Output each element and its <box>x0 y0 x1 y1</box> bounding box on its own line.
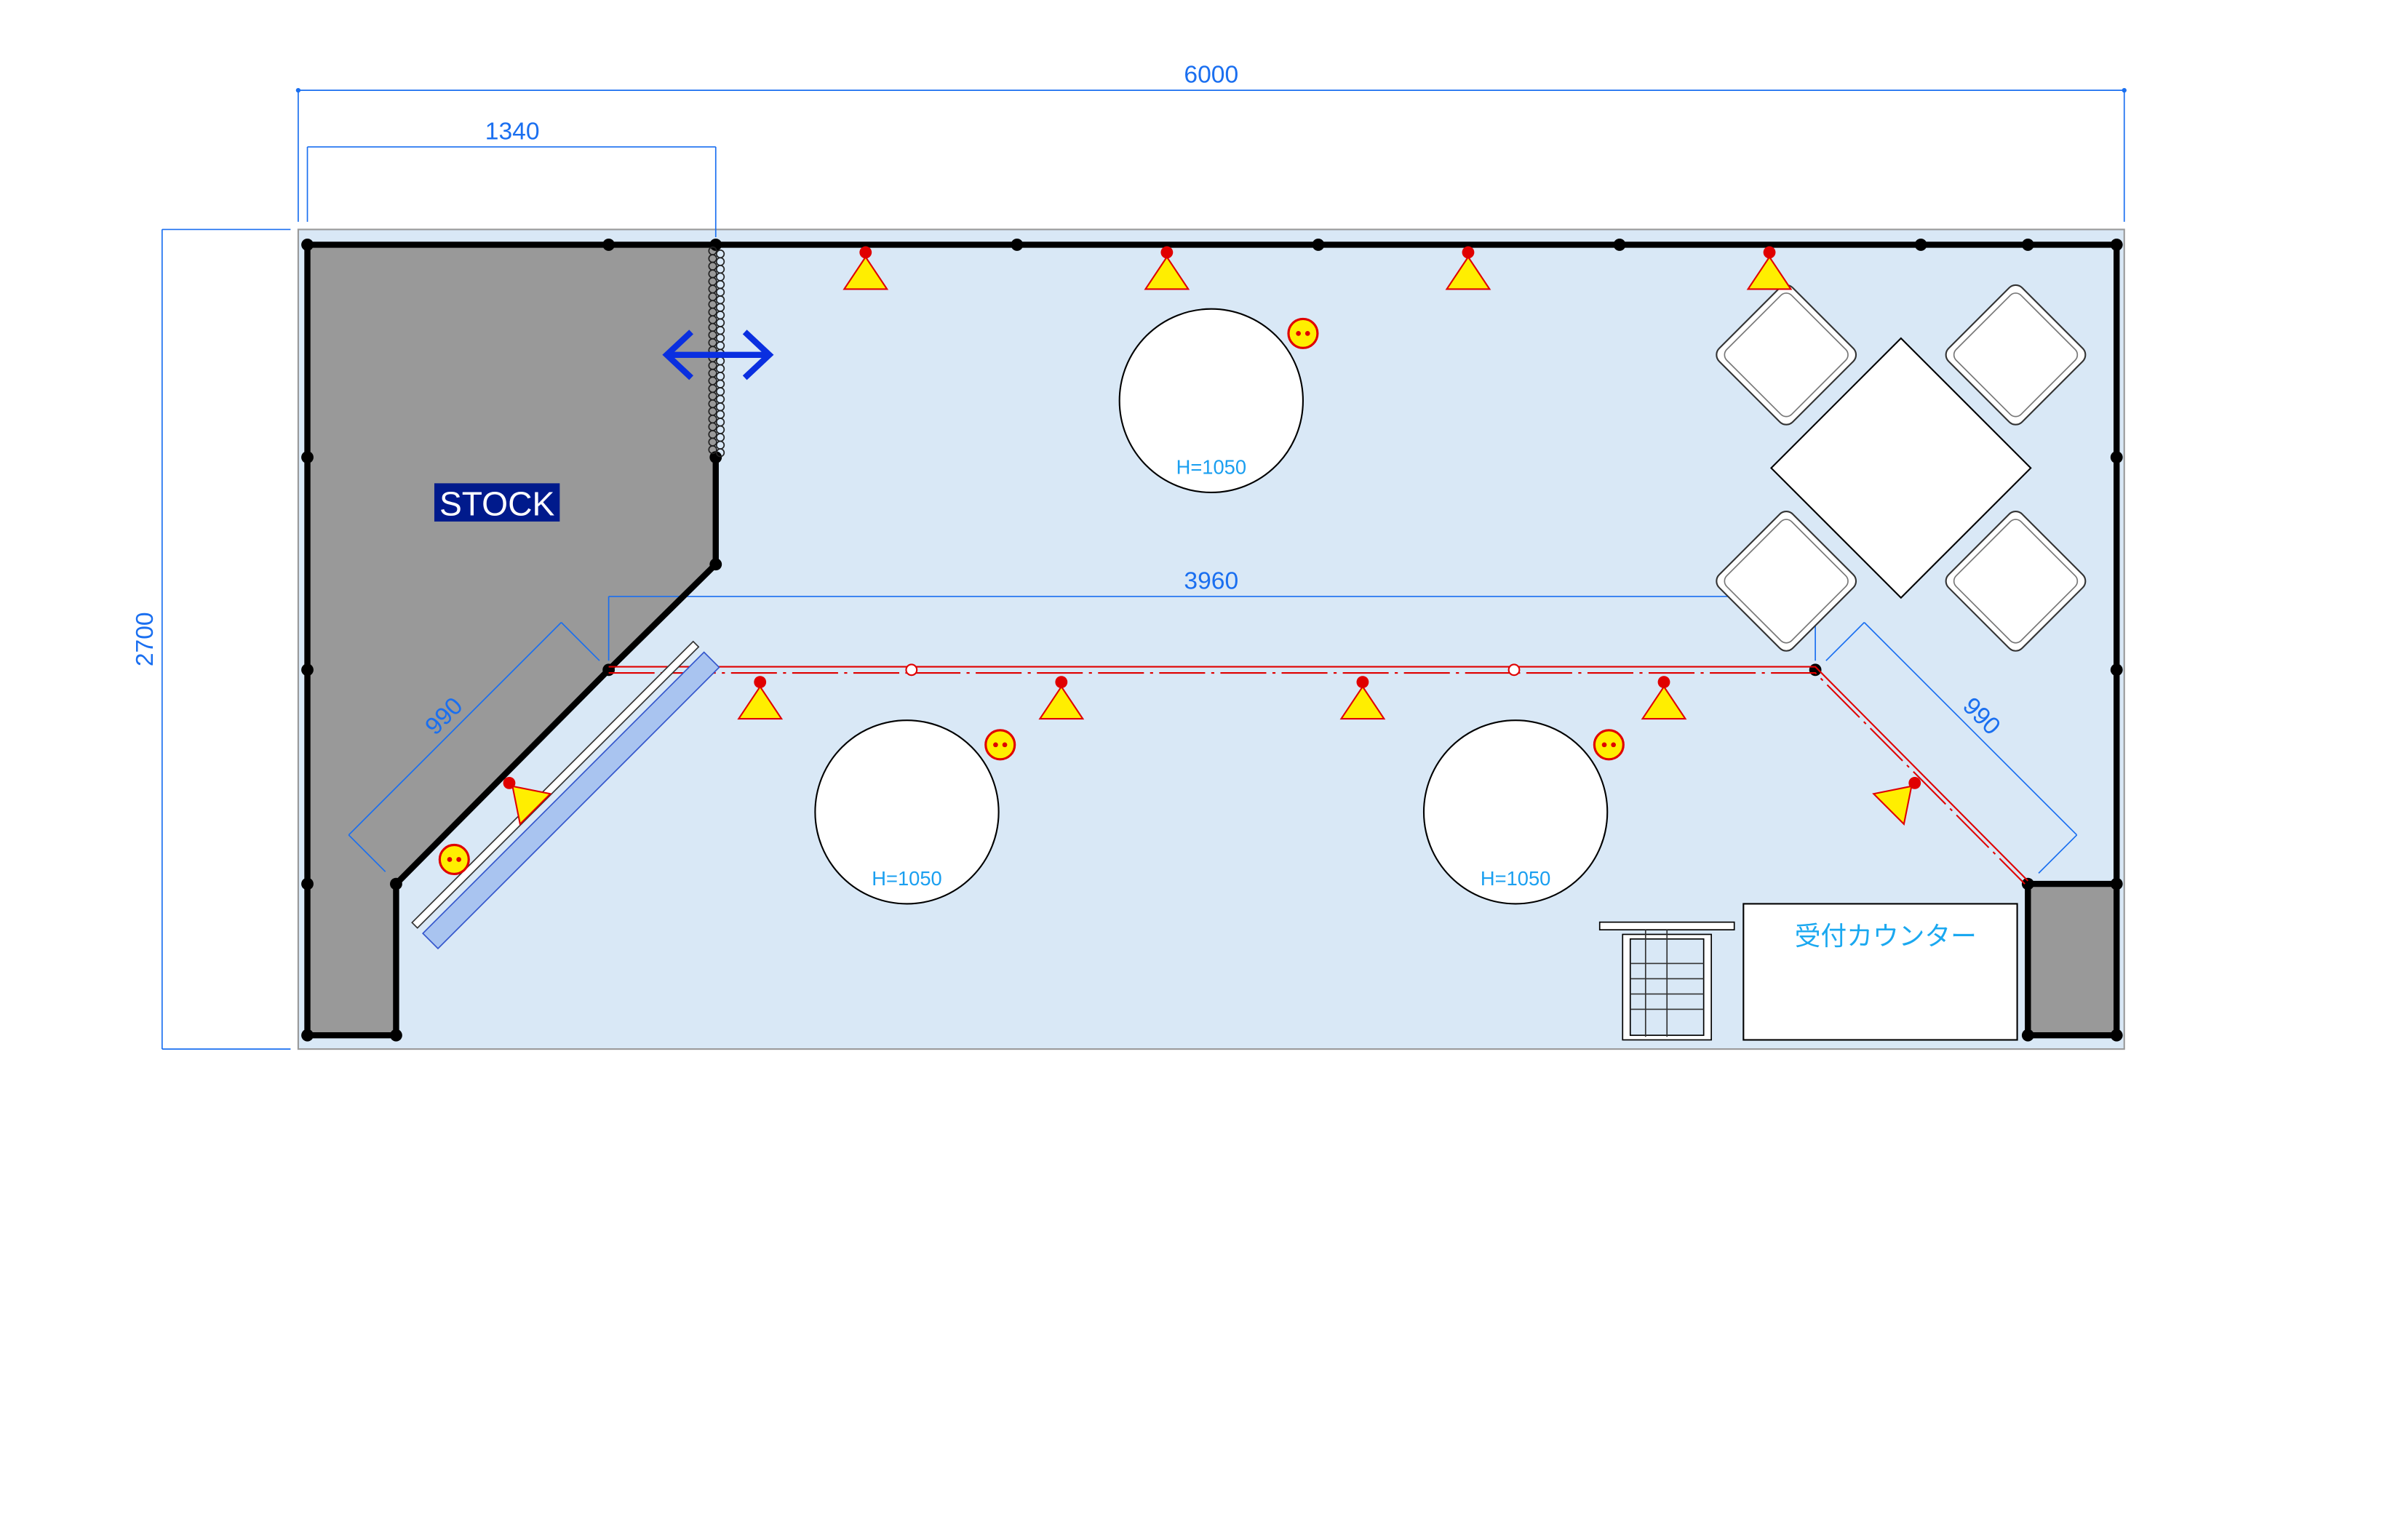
spotlight-icon <box>1641 676 1687 720</box>
chair <box>1716 284 1857 426</box>
dimension-total-depth: 2700 <box>132 228 291 1050</box>
walls <box>301 239 2123 1042</box>
round-table: H=1050 <box>1118 308 1304 494</box>
dimension-label: 1340 <box>485 118 540 145</box>
dimension-stock-width: 1340 <box>306 118 717 237</box>
stock-label: STOCK <box>439 485 555 523</box>
shelf-stand <box>1598 921 1735 1041</box>
diagonal-shelf <box>411 640 720 950</box>
chair <box>1716 510 1857 652</box>
chair <box>1945 510 2087 652</box>
round-table: H=1050 <box>814 719 1000 905</box>
dimension-front-width: 3960 <box>608 567 1816 661</box>
outlet-icon <box>984 729 1016 761</box>
dimension-total-width: 6000 <box>295 62 2127 222</box>
spotlight-icon <box>1746 246 1793 290</box>
reception-counter-label: 受付カウンター <box>1795 922 1977 951</box>
stock-area <box>307 244 716 1036</box>
reception-counter <box>1742 903 2018 1041</box>
front-boundary-line <box>608 663 2029 885</box>
svg-text:H=1050: H=1050 <box>1176 456 1246 479</box>
spotlight-icon <box>1445 246 1491 290</box>
svg-text:H=1050: H=1050 <box>872 867 941 890</box>
svg-text:H=1050: H=1050 <box>1481 867 1550 890</box>
curtain <box>708 246 725 458</box>
spotlight-icon <box>1144 246 1190 290</box>
outlet-icon <box>1593 729 1625 761</box>
double-arrow-icon <box>662 330 774 380</box>
spotlight-icon <box>737 676 784 720</box>
outlet-icon <box>438 843 470 876</box>
spotlight-icon <box>1872 776 1921 826</box>
right-storage-area <box>2028 884 2117 1036</box>
outlet-icon <box>1287 317 1319 349</box>
spotlight-icon <box>1339 676 1386 720</box>
spotlight-icon <box>1038 676 1085 720</box>
dimension-label: 3960 <box>1184 567 1238 594</box>
square-table <box>1769 337 2032 599</box>
spotlight-icon <box>843 246 889 290</box>
spotlight-icon <box>503 776 552 826</box>
round-table: H=1050 <box>1422 719 1609 905</box>
dimension-label: 6000 <box>1184 62 1238 89</box>
dimension-label: 2700 <box>132 612 159 666</box>
stock-label-bg <box>434 483 560 522</box>
chair <box>1945 284 2087 426</box>
